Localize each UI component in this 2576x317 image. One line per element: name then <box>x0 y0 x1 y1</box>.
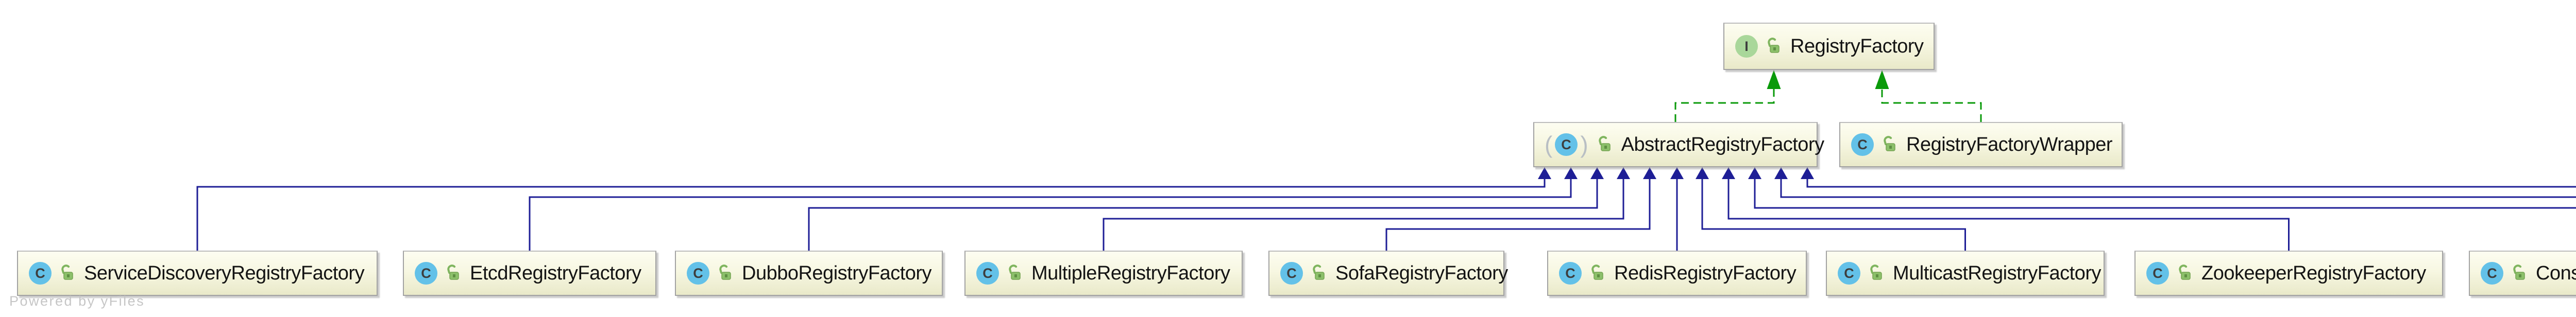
edge-arrowhead <box>1590 167 1604 179</box>
public-open-lock-icon <box>1009 265 1021 280</box>
svg-text:C: C <box>1857 137 1868 152</box>
svg-text:I: I <box>1744 39 1749 54</box>
public-open-lock-icon <box>1870 265 1882 280</box>
class-name-label: RegistryFactory <box>1790 35 1924 57</box>
edge-line <box>529 178 1572 251</box>
class-icon: C <box>415 262 437 285</box>
edge-line <box>1754 178 2576 209</box>
svg-text:C: C <box>982 266 993 281</box>
class-node-EtcdRegistryFactory[interactable]: ( C ) EtcdRegistryFactory <box>403 251 656 296</box>
class-icon: C <box>29 262 52 285</box>
public-open-lock-icon <box>61 265 73 280</box>
class-name-label: EtcdRegistryFactory <box>470 262 641 284</box>
svg-text:C: C <box>693 266 703 281</box>
public-open-lock-icon <box>1591 265 1603 280</box>
abstract-left-paren: ( <box>1545 131 1553 158</box>
class-name-label: MulticastRegistryFactory <box>1893 262 2101 284</box>
class-name-label: ZookeeperRegistryFactory <box>2201 262 2426 284</box>
class-node-AbstractRegistryFactory[interactable]: ( C ) AbstractRegistryFactory <box>1533 122 1824 167</box>
class-icon: C <box>976 262 999 285</box>
edge-line <box>1385 178 1651 251</box>
edge-arrowhead <box>1670 167 1684 179</box>
svg-text:C: C <box>2487 266 2497 281</box>
svg-text:C: C <box>35 266 45 281</box>
edge-arrowhead <box>1748 167 1761 179</box>
class-icon: C <box>2481 262 2503 285</box>
class-node-ServiceDiscoveryRegistryFactory[interactable]: ( C ) ServiceDiscoveryRegistryFactory <box>17 251 378 296</box>
edge-arrowhead <box>1801 167 1814 179</box>
public-open-lock-icon <box>447 265 459 280</box>
class-name-label: ConsulRegistryFactory <box>2536 262 2576 284</box>
public-open-lock-icon <box>1313 265 1325 280</box>
class-node-MultipleRegistryFactory[interactable]: ( C ) MultipleRegistryFactory <box>964 251 1243 296</box>
class-icon: C <box>1280 262 1303 285</box>
class-icon: C <box>1838 262 1860 285</box>
class-name-label: RegistryFactoryWrapper <box>1906 133 2113 155</box>
svg-text:C: C <box>421 266 431 281</box>
edge-line <box>1727 178 2290 251</box>
class-node-RedisRegistryFactory[interactable]: ( C ) RedisRegistryFactory <box>1547 251 1807 296</box>
class-icon: C <box>2146 262 2169 285</box>
public-open-lock-icon <box>1768 38 1780 53</box>
svg-text:C: C <box>1844 266 1854 281</box>
edge-line <box>1674 89 1775 122</box>
yfiles-credit-label: Powered by yFiles <box>9 293 145 309</box>
class-name-label: MultipleRegistryFactory <box>1031 262 1230 284</box>
edge-line <box>1806 178 2576 188</box>
class-name-label: RedisRegistryFactory <box>1614 262 1797 284</box>
class-name-label: DubboRegistryFactory <box>742 262 932 284</box>
class-node-MulticastRegistryFactory[interactable]: ( C ) MulticastRegistryFactory <box>1826 251 2105 296</box>
edge-line <box>1103 178 1624 251</box>
class-node-RegistryFactoryWrapper[interactable]: ( C ) RegistryFactoryWrapper <box>1839 122 2123 167</box>
class-node-RegistryFactory[interactable]: ( I ) RegistryFactory <box>1723 23 1935 70</box>
abstract-class-icon: C <box>1555 133 1578 156</box>
class-node-ZookeeperRegistryFactory[interactable]: ( C ) ZookeeperRegistryFactory <box>2134 251 2443 296</box>
svg-text:C: C <box>1565 266 1575 281</box>
class-node-ConsulRegistryFactory[interactable]: ( C ) ConsulRegistryFactory <box>2469 251 2576 296</box>
class-name-label: AbstractRegistryFactory <box>1621 133 1824 155</box>
edge-arrowhead <box>1643 167 1656 179</box>
public-open-lock-icon <box>1598 136 1611 151</box>
class-name-label: ServiceDiscoveryRegistryFactory <box>84 262 365 284</box>
public-open-lock-icon <box>719 265 731 280</box>
class-icon: C <box>687 262 709 285</box>
edge-line <box>1881 89 1982 122</box>
edge-line <box>808 178 1598 251</box>
class-icon: C <box>1851 133 1874 156</box>
edge-arrowhead <box>1722 167 1735 179</box>
public-open-lock-icon <box>1884 136 1895 151</box>
edge-line <box>196 178 1546 251</box>
edge-arrowhead <box>1617 167 1630 179</box>
svg-text:C: C <box>1286 266 1297 281</box>
edge-arrowhead <box>1696 167 1709 179</box>
public-open-lock-icon <box>2179 265 2191 280</box>
interface-icon: I <box>1735 35 1758 58</box>
class-node-DubboRegistryFactory[interactable]: ( C ) DubboRegistryFactory <box>675 251 943 296</box>
edge-line <box>1780 178 2576 198</box>
edge-arrowhead <box>1564 167 1578 179</box>
edge-arrowhead <box>1774 167 1788 179</box>
edge-arrowhead <box>1538 167 1551 179</box>
public-open-lock-icon <box>2513 265 2525 280</box>
svg-text:C: C <box>1562 137 1572 152</box>
abstract-right-paren: ) <box>1580 131 1588 158</box>
edge-line <box>1701 178 1966 251</box>
class-node-SofaRegistryFactory[interactable]: ( C ) SofaRegistryFactory <box>1268 251 1508 296</box>
class-icon: C <box>1559 262 1582 285</box>
svg-text:C: C <box>2153 266 2163 281</box>
class-name-label: SofaRegistryFactory <box>1335 262 1508 284</box>
edge-arrowhead <box>1767 70 1781 89</box>
edge-arrowhead <box>1875 70 1889 89</box>
